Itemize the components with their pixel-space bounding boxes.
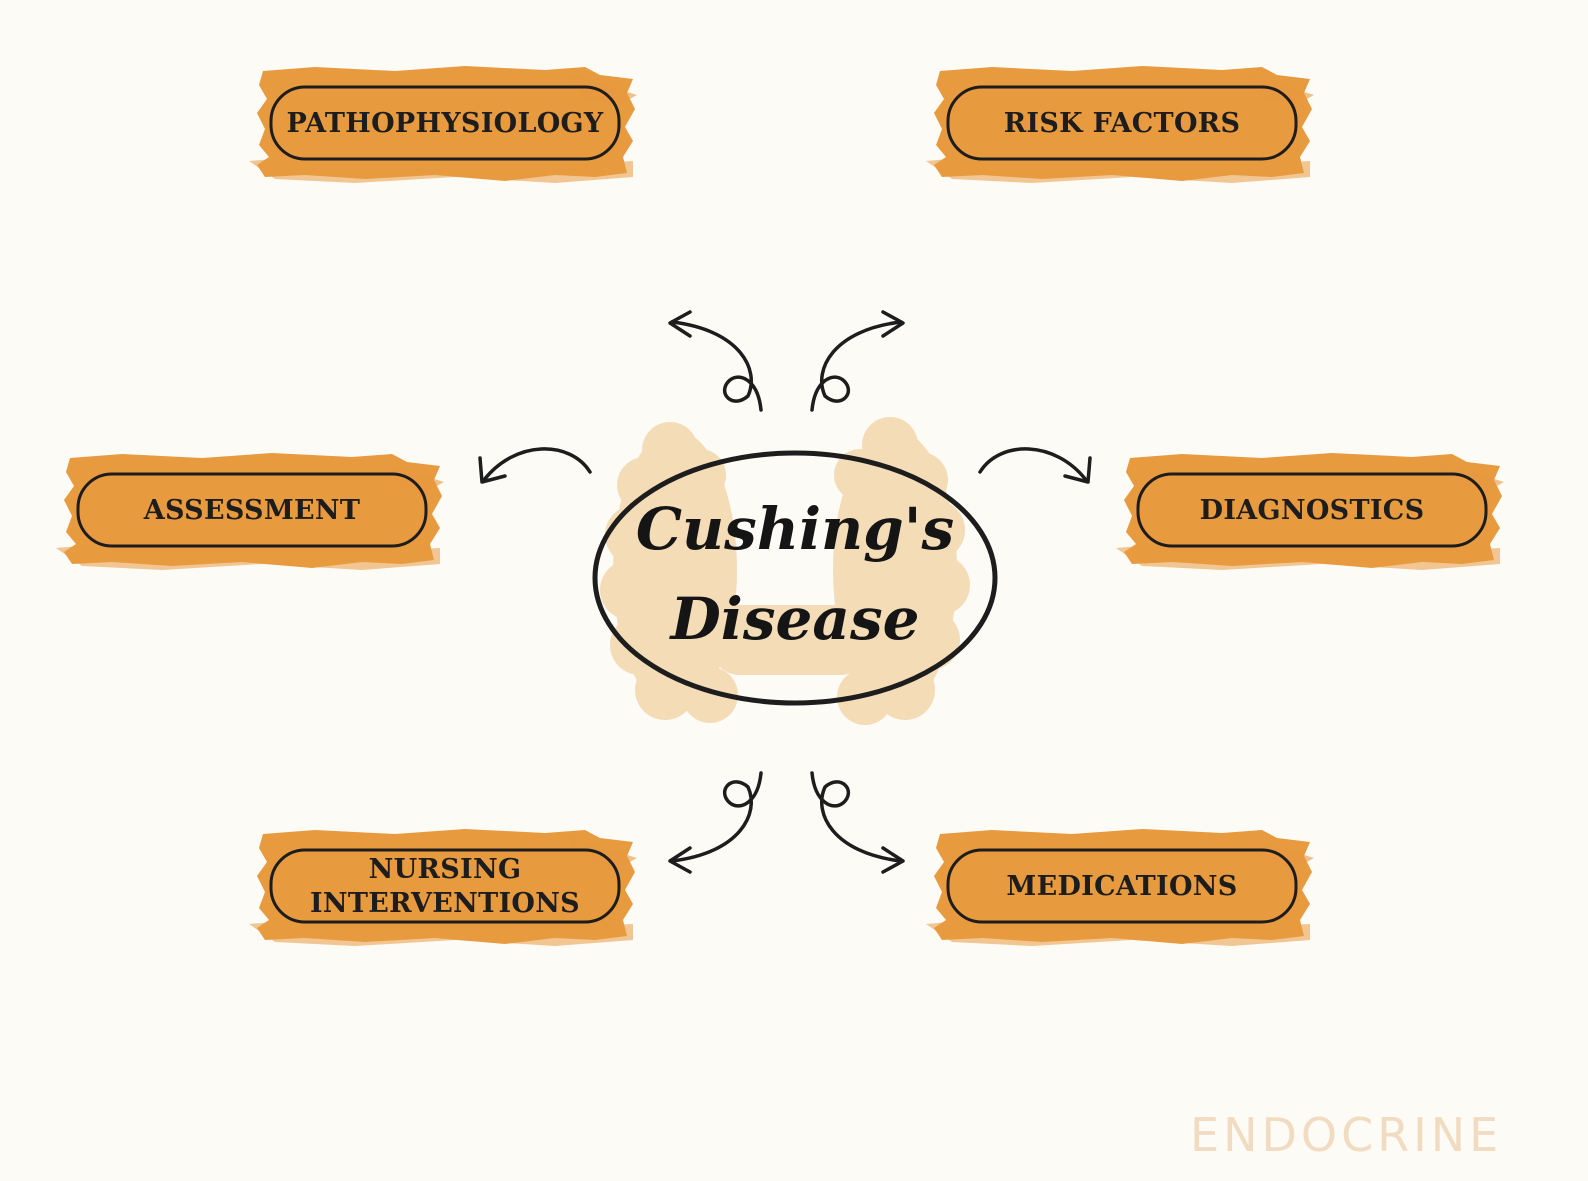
node-label-line1: NURSING [368, 854, 522, 885]
node-nursing-interventions: NURSING INTERVENTIONS [249, 828, 637, 948]
center-title-line1: Cushing's [635, 495, 955, 563]
node-label: MEDICATIONS [1006, 871, 1238, 902]
brush-stroke [249, 66, 637, 183]
node-label: ASSESSMENT [143, 495, 361, 526]
node-risk-factors: RISK FACTORS [926, 65, 1314, 185]
central-topic: Cushing's Disease [590, 415, 1000, 745]
thyroid-illustration [592, 417, 998, 725]
brush-stroke [1116, 453, 1504, 570]
node-label: RISK FACTORS [1003, 108, 1241, 139]
watermark-text: ENDOCRINE [1190, 1108, 1503, 1162]
node-label: PATHOPHYSIOLOGY [286, 108, 604, 139]
brush-stroke [249, 829, 637, 946]
node-diagnostics: DIAGNOSTICS [1116, 452, 1504, 572]
node-label: DIAGNOSTICS [1199, 495, 1425, 526]
node-medications: MEDICATIONS [926, 828, 1314, 948]
center-title-line2: Disease [670, 585, 920, 653]
node-pathophysiology: PATHOPHYSIOLOGY [249, 65, 637, 185]
brush-stroke [926, 829, 1314, 946]
brush-stroke [926, 66, 1314, 183]
brush-stroke [56, 453, 444, 570]
node-label-line2: INTERVENTIONS [310, 888, 580, 919]
node-assessment: ASSESSMENT [56, 452, 444, 572]
